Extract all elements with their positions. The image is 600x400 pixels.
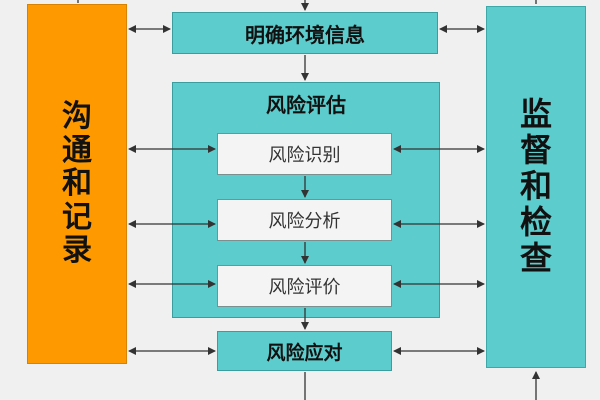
- risk-treatment-label: 风险应对: [266, 341, 343, 364]
- left-char-2: 通: [62, 132, 92, 168]
- risk-evaluation-box: 风险评价: [217, 265, 392, 307]
- establish-context-label: 明确环境信息: [245, 22, 365, 47]
- right-char-1: 监: [519, 95, 552, 134]
- left-char-1: 沟: [62, 99, 92, 135]
- monitoring-review-label: 监 督 和 检 查: [487, 7, 585, 367]
- right-char-2: 督: [519, 131, 552, 170]
- left-char-3: 和: [62, 166, 92, 202]
- risk-identification-label: 风险识别: [268, 145, 341, 166]
- right-char-3: 和: [519, 167, 552, 206]
- risk-assessment-title: 风险评估: [266, 93, 346, 117]
- left-char-4: 记: [62, 199, 92, 235]
- left-char-5: 录: [62, 233, 92, 269]
- communication-record-box: 沟 通 和 记 录: [27, 4, 127, 364]
- communication-record-label: 沟 通 和 记 录: [28, 5, 126, 363]
- establish-context-box: 明确环境信息: [172, 12, 438, 54]
- right-char-5: 查: [519, 238, 552, 277]
- risk-analysis-box: 风险分析: [217, 199, 392, 241]
- monitoring-review-box: 监 督 和 检 查: [486, 6, 586, 368]
- risk-treatment-box: 风险应对: [217, 331, 392, 371]
- risk-identification-box: 风险识别: [217, 133, 392, 175]
- right-char-4: 检: [519, 202, 552, 241]
- risk-evaluation-label: 风险评价: [268, 277, 341, 298]
- risk-analysis-label: 风险分析: [268, 211, 341, 232]
